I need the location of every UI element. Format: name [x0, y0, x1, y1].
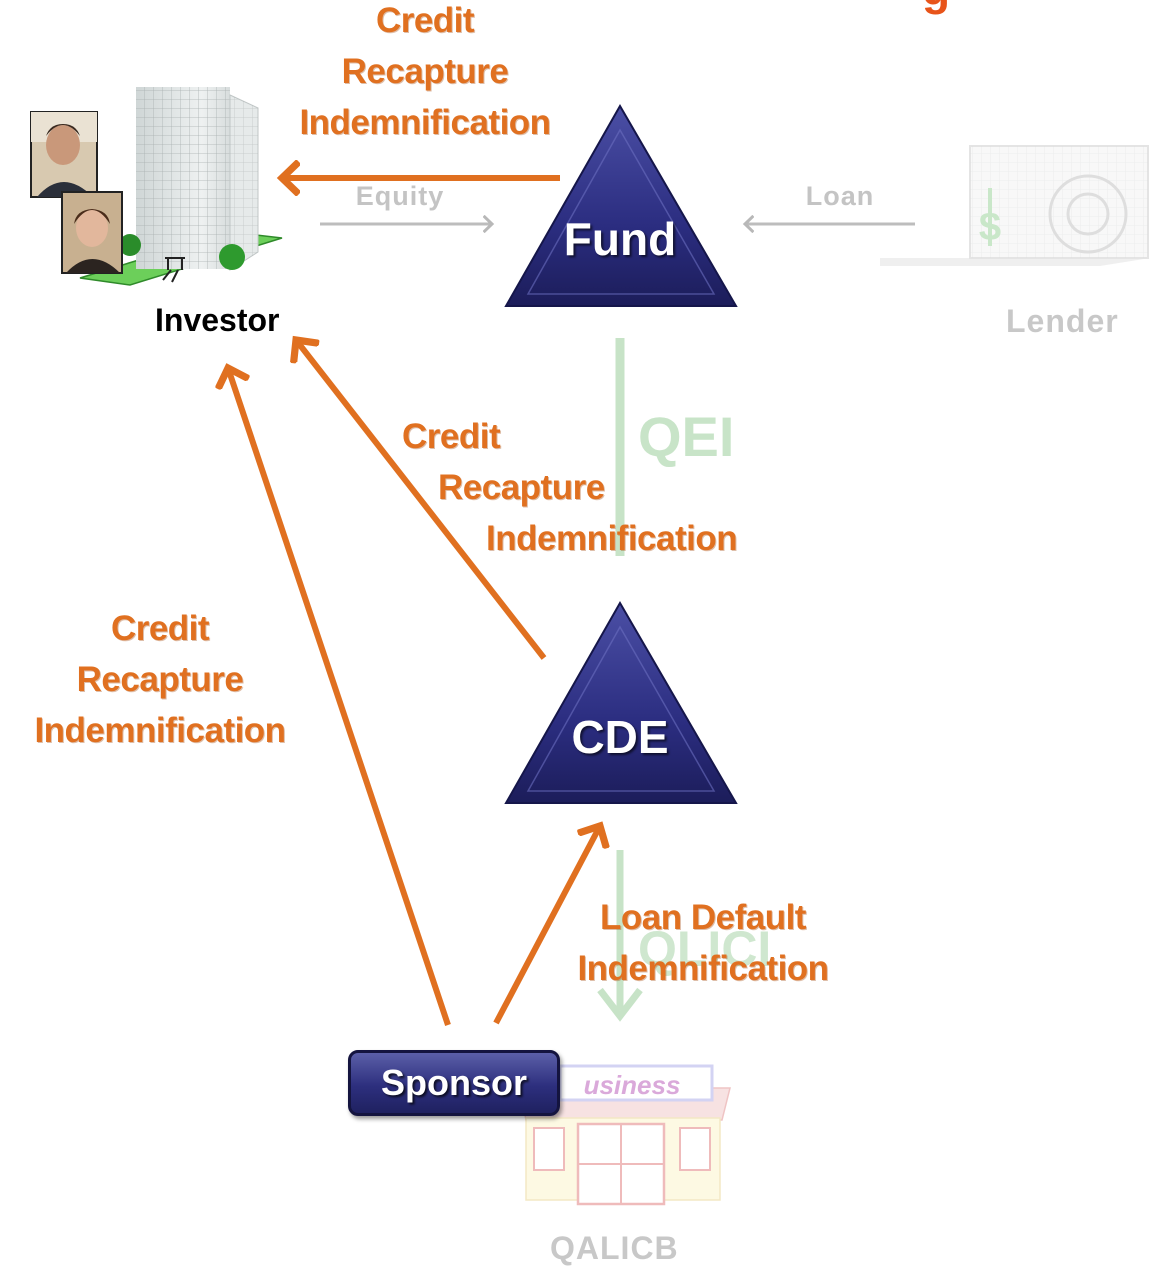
sponsor-to-cde-label: Loan Default Indemnification: [577, 898, 829, 988]
qalicb-label: QALICB: [550, 1230, 679, 1266]
investor-label: Investor: [155, 302, 280, 338]
sponsor-to-investor-label: Credit Recapture Indemnification: [34, 609, 286, 750]
investor-man-photo-icon: [30, 111, 98, 198]
qlici-label: QLICI: [638, 921, 771, 977]
lender-safe-icon: $: [880, 145, 1150, 266]
cde-to-investor-label-line: Credit: [402, 417, 501, 456]
cde-triangle: [504, 600, 738, 804]
investor-building-icon: [79, 87, 283, 286]
business-sign-text: usiness: [584, 1070, 681, 1100]
lender-label: Lender: [1006, 303, 1119, 339]
fund-label: Fund: [563, 213, 677, 265]
sponsor-to-cde-arrow: [493, 826, 600, 1025]
fund-triangle: [504, 103, 738, 307]
loan-label: Loan: [806, 181, 875, 211]
sponsor-box: Sponsor: [348, 1050, 560, 1116]
qlici-arrow: [597, 850, 643, 1022]
sponsor-label: Sponsor: [380, 1062, 527, 1103]
cde-label: CDE: [571, 711, 669, 763]
qei-label: QEI: [638, 405, 734, 468]
cde-to-investor-arrow: [296, 340, 547, 660]
svg-text:$: $: [979, 205, 1001, 249]
cde-to-investor-label-line: Indemnification: [486, 519, 738, 558]
equity-label: Equity: [356, 181, 445, 211]
investor-woman-photo-icon: [61, 191, 123, 274]
qalicb-business-icon: [519, 1064, 731, 1206]
fund-to-investor-label: Credit Recapture Indemnification: [299, 1, 551, 142]
title-fragment: g: [922, 0, 950, 16]
sponsor-to-investor-arrow: [228, 368, 451, 1026]
cde-to-investor-label-line: Recapture: [438, 468, 605, 507]
